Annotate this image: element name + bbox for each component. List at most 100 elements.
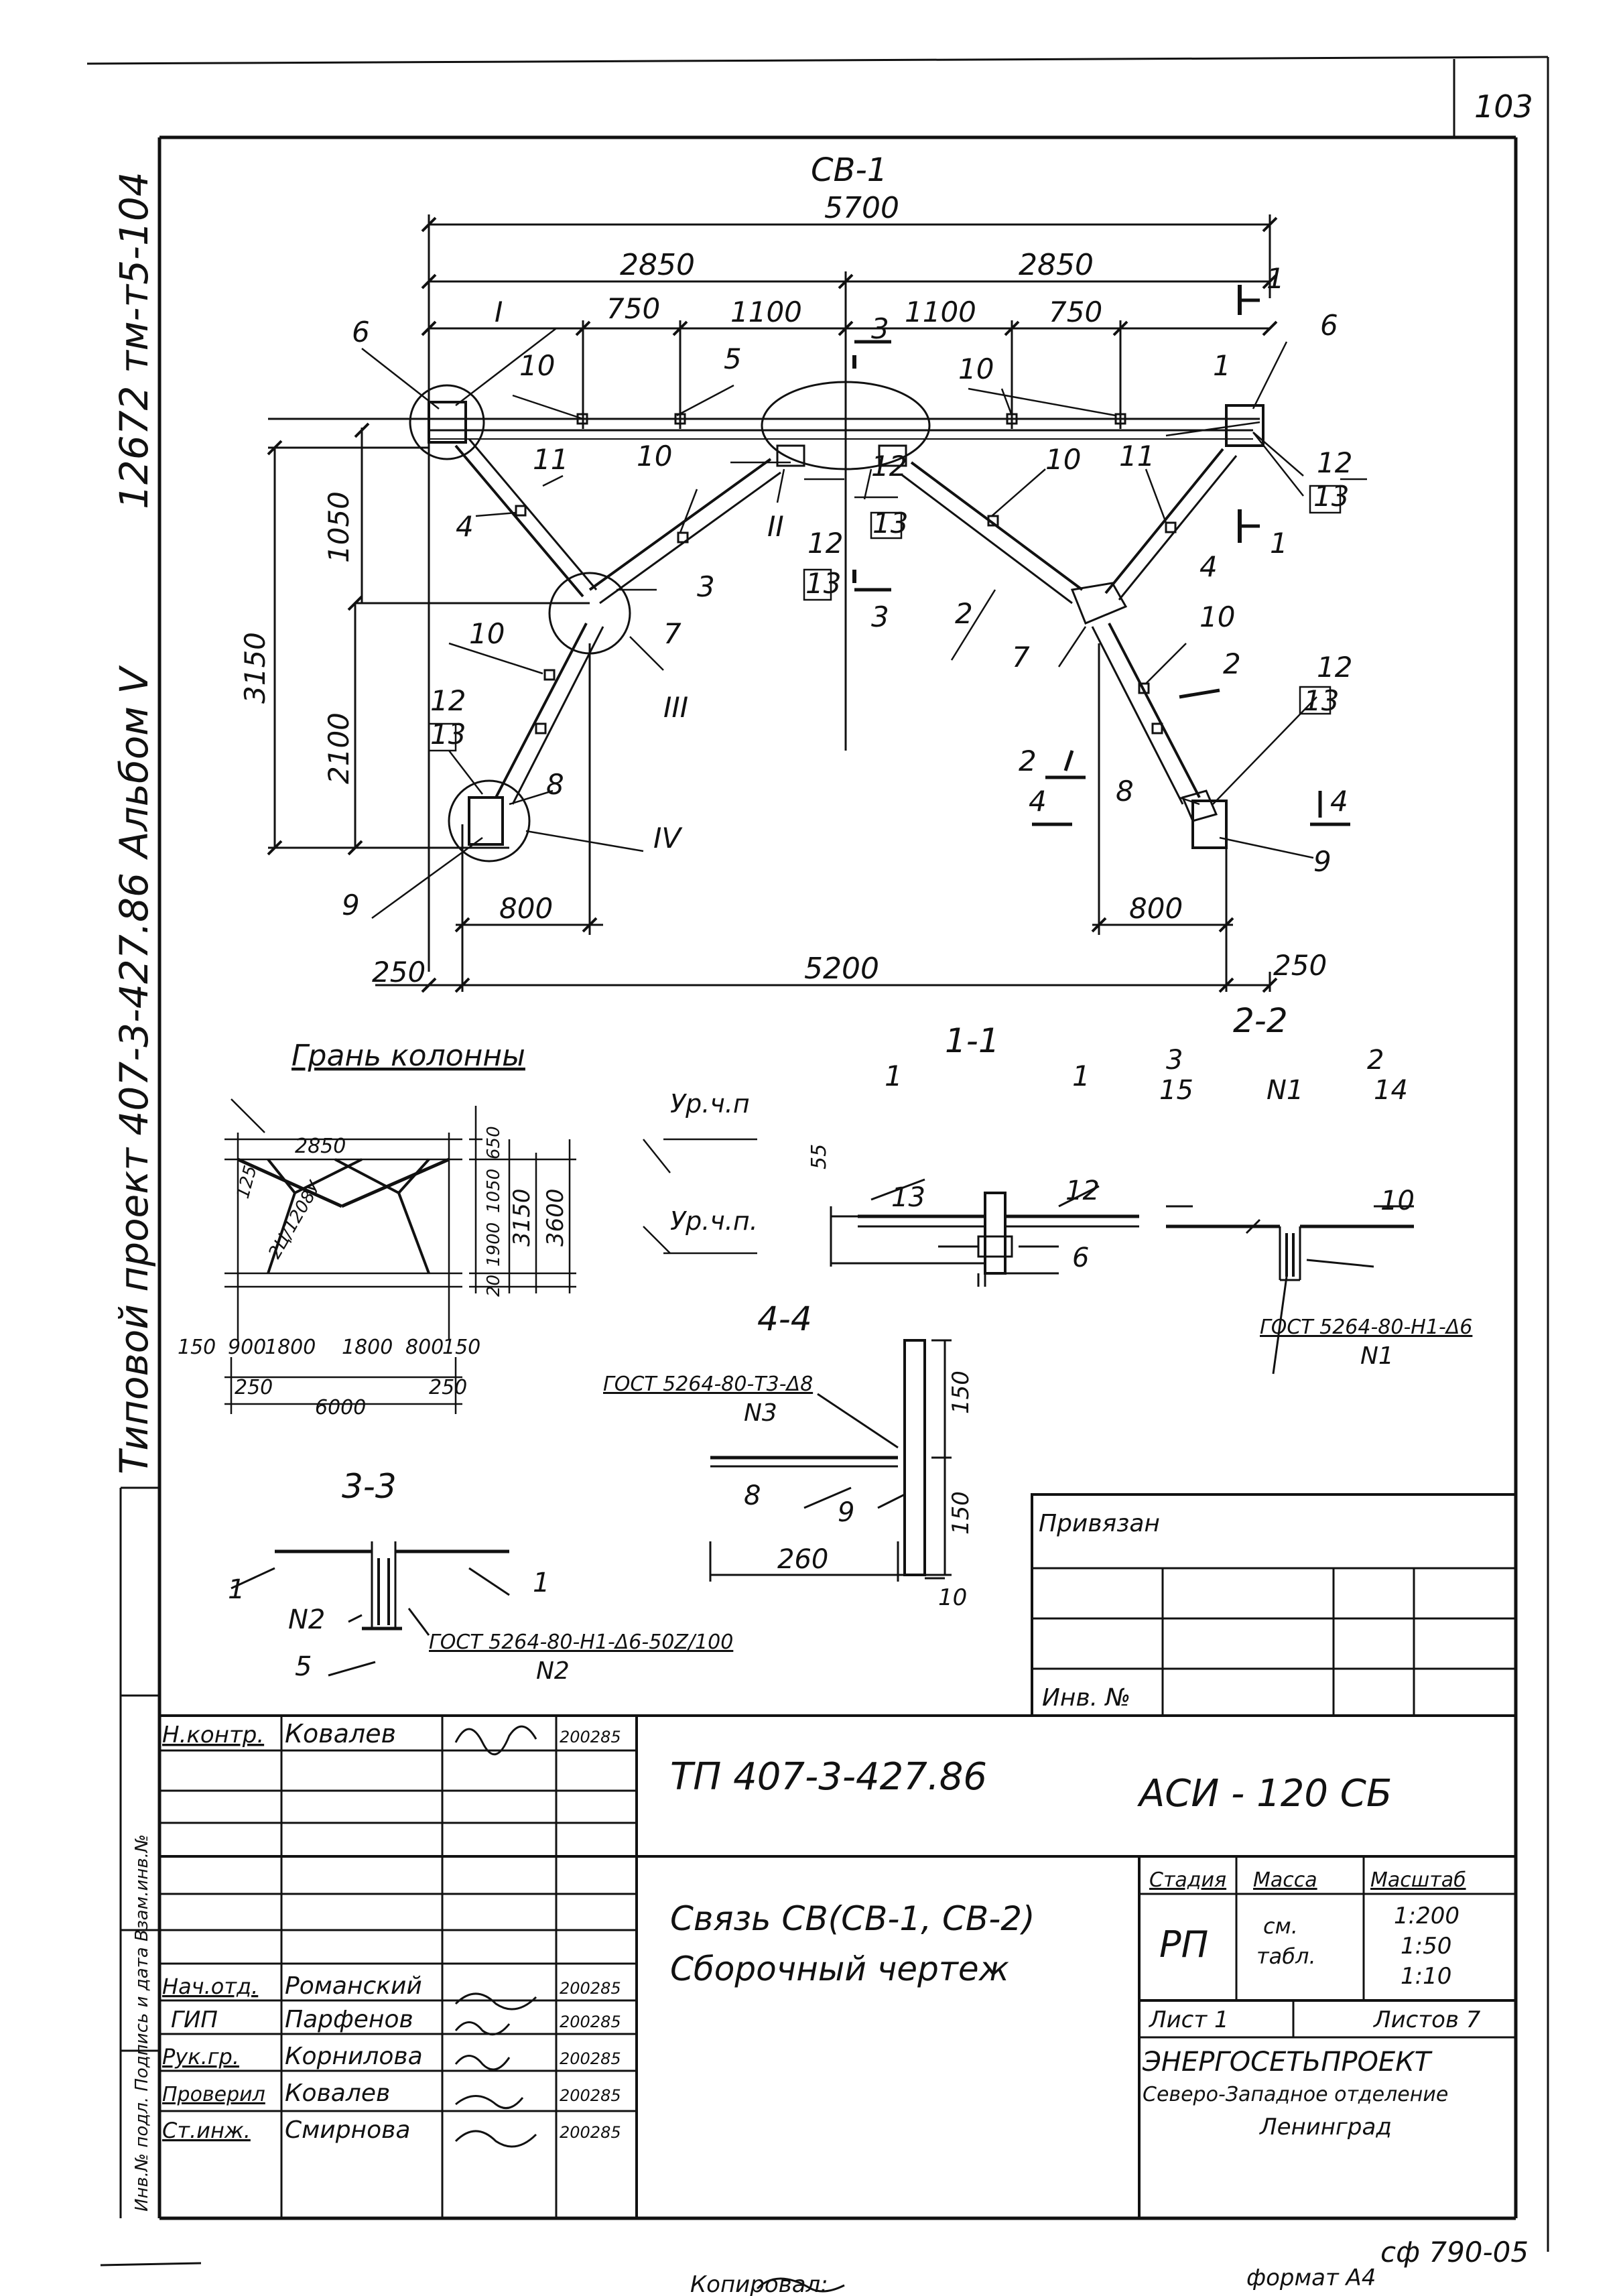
section-3-bottom: 3 (871, 600, 889, 633)
dim-2100: 2100 (322, 712, 355, 784)
sec11-55: 55 (807, 1144, 831, 1169)
scheme-1900: 1900 (484, 1222, 504, 1267)
callout-6-right: 6 (1320, 309, 1338, 342)
section-1-1-title: 1-1 (945, 1021, 1000, 1060)
tb-stage-h: Стадия (1149, 1868, 1226, 1892)
callout-9-right: 9 (1313, 845, 1332, 878)
sheet-number: 103 (1474, 88, 1533, 125)
scheme-b900a: 900 (228, 1336, 266, 1359)
callout-9-left: 9 (342, 889, 360, 921)
section-4-4-title: 4-4 (757, 1299, 812, 1338)
dim-3150: 3150 (239, 632, 271, 704)
scheme-b150b: 150 (442, 1336, 480, 1359)
footer-format: формат А4 (1246, 2265, 1376, 2291)
tb-date-1: 200285 (560, 1979, 621, 1998)
section-3-top: 3 (871, 312, 889, 345)
dim-250-right: 250 (1273, 949, 1327, 982)
callout-10-d: 10 (1045, 443, 1081, 476)
scheme-3600: 3600 (542, 1188, 569, 1247)
section-2-2-title: 2-2 (1233, 1001, 1288, 1040)
tb-sheet: Лист 1 (1148, 2006, 1229, 2033)
dim-1100-left: 1100 (730, 296, 802, 328)
callout-11-left: 11 (533, 443, 568, 476)
callout-12-center: 12 (871, 450, 907, 483)
tb-org3: Ленинград (1258, 2114, 1392, 2141)
scheme-3150: 3150 (509, 1188, 535, 1247)
scheme-b6000: 6000 (315, 1396, 366, 1419)
sec44-150a: 150 (948, 1370, 974, 1414)
tb-name-1: Романский (285, 1972, 422, 2000)
sec33-gost: ГОСТ 5264-80-Н1-Δ6-50Z/100 (429, 1631, 733, 1654)
callout-10-b: 10 (958, 353, 994, 385)
tb-name-0: Ковалев (285, 1719, 396, 1748)
sec33-gost-n: N2 (536, 1657, 570, 1685)
tb-role-3: Рук.гр. (162, 2044, 239, 2069)
section-2-left: 2 (1019, 745, 1037, 777)
sec44-260: 260 (777, 1544, 828, 1575)
sec22-2: 2 (1367, 1045, 1384, 1076)
section-4-right: 4 (1330, 785, 1348, 818)
tb-org1: ЭНЕРГОСЕТЬПРОЕКТ (1142, 2047, 1433, 2078)
bottom-right-code: сф 790-05 (1380, 2236, 1529, 2269)
sec22-gost: ГОСТ 5264-80-Н1-Δ6 (1260, 1316, 1472, 1339)
callout-7-left: 7 (663, 617, 681, 650)
sec11-1a: 1 (885, 1060, 903, 1092)
section-1-bottom: 1 (1270, 527, 1288, 560)
tb-role-4: Проверил (162, 2083, 265, 2106)
tb-name-2: Парфенов (285, 2006, 413, 2033)
dim-5700: 5700 (824, 191, 899, 225)
dim-750-left: 750 (606, 292, 660, 325)
scheme-2850: 2850 (295, 1135, 346, 1158)
scheme-b250b: 250 (429, 1376, 467, 1399)
tb-scale1: 1:200 (1394, 1903, 1459, 1929)
dim-750-right: 750 (1049, 296, 1102, 328)
dim-800-left: 800 (499, 892, 553, 925)
tb-name2: Сборочный чертеж (670, 1950, 1009, 1988)
tb-stage: РП (1159, 1923, 1208, 1966)
tb-name-5: Смирнова (285, 2116, 410, 2144)
scheme-b250a: 250 (235, 1376, 273, 1399)
section-3-3-title: 3-3 (342, 1467, 397, 1506)
sec44-10: 10 (938, 1584, 967, 1611)
dim-250-left: 250 (372, 956, 426, 988)
scheme-b900b: 800 (405, 1336, 444, 1359)
sec44-150b: 150 (948, 1491, 974, 1535)
side-project: Типовой проект 407-3-427.86 (111, 873, 157, 1474)
callout-10-e: 10 (469, 617, 505, 650)
callout-13-right2: 13 (1303, 684, 1339, 717)
tb-date-2: 200285 (560, 2013, 621, 2031)
scheme-125: 125 (233, 1163, 261, 1201)
sec33-1a: 1 (228, 1574, 245, 1605)
callout-8-left: 8 (546, 768, 564, 801)
dim-1050: 1050 (322, 491, 355, 563)
level-mark-2: Ур.ч.п. (670, 1206, 758, 1236)
callout-I: I (495, 296, 503, 328)
callout-10-a: 10 (519, 349, 555, 382)
dim-5200: 5200 (804, 952, 879, 986)
tb-mass-h: Масса (1253, 1868, 1317, 1892)
level-mark-1: Ур.ч.п (670, 1089, 750, 1119)
callout-III: III (663, 691, 688, 724)
callout-3: 3 (697, 570, 715, 603)
sec11-6: 6 (1072, 1242, 1089, 1273)
callout-8-right: 8 (1116, 775, 1134, 808)
callout-4-left: 4 (456, 510, 474, 543)
callout-5: 5 (724, 342, 742, 375)
tb-scale3: 1:10 (1401, 1963, 1451, 1990)
section-2-right: 2 (1223, 647, 1241, 680)
callout-10-c: 10 (637, 440, 672, 472)
tb-date-5: 200285 (560, 2123, 621, 2142)
section-1-top: 1 (1267, 262, 1285, 295)
tb-scale2: 1:50 (1401, 1933, 1451, 1960)
sec33-1b: 1 (533, 1568, 549, 1598)
callout-1-top: 1 (1213, 349, 1231, 382)
callout-12-mid: 12 (807, 527, 843, 560)
binding-title: Привязан (1039, 1510, 1160, 1537)
scheme-650: 650 (484, 1126, 504, 1159)
tb-role-0: Н.контр. (162, 1722, 264, 1748)
scheme-angle: 2Ц/1208У (265, 1177, 326, 1262)
sec33-N2: N2 (288, 1604, 325, 1635)
sec11-1b: 1 (1072, 1060, 1090, 1092)
